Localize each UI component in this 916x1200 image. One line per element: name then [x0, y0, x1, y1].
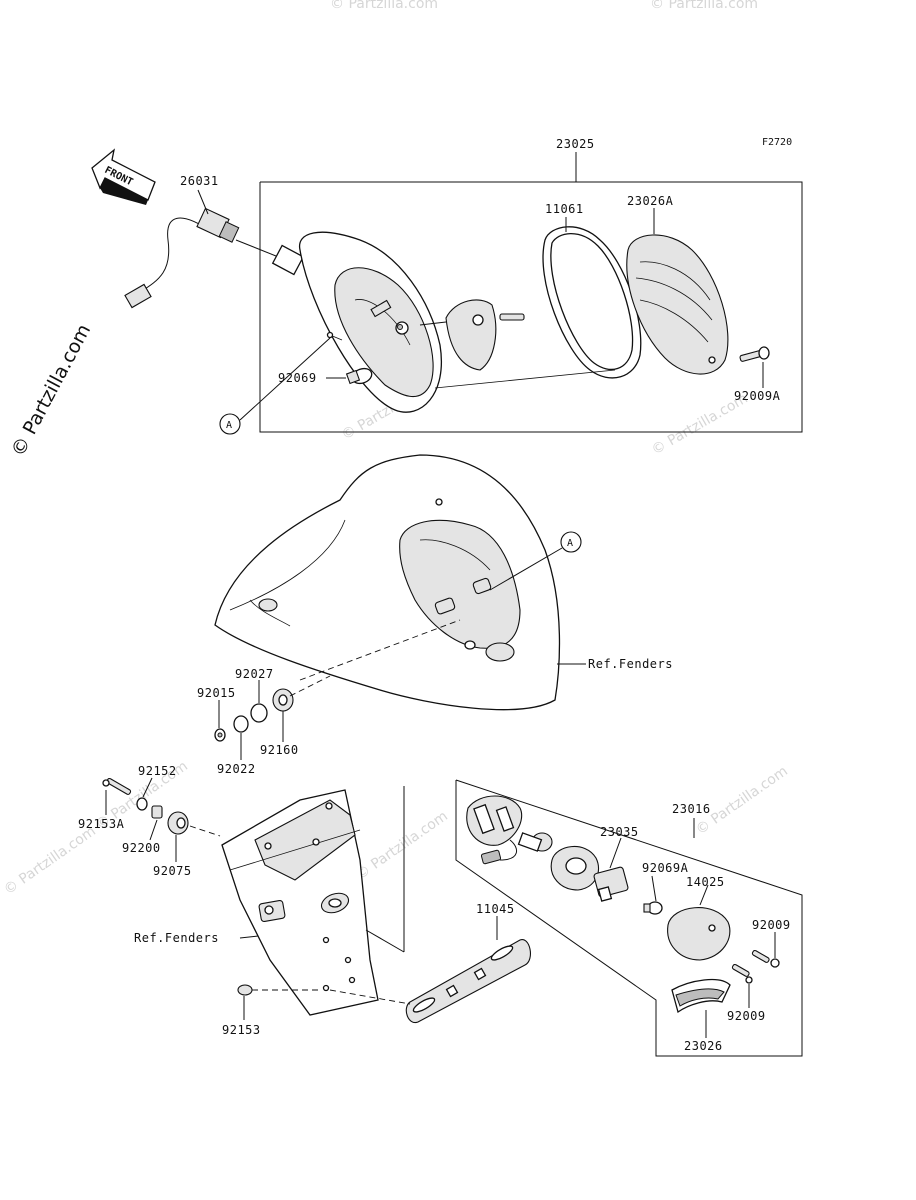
grommet-stack: 92015 92027 92022 92160	[197, 667, 331, 776]
lens-23026A: 23026A	[626, 194, 729, 375]
reflector	[419, 299, 525, 371]
label-23035: 23035	[600, 825, 639, 839]
label-92009-upper: 92009	[752, 918, 791, 932]
license-plate-bracket: Ref.Fenders	[134, 789, 379, 1016]
label-11045: 11045	[476, 902, 515, 916]
label-92160: 92160	[260, 743, 299, 757]
label-23016: 23016	[672, 802, 711, 816]
label-92015: 92015	[197, 686, 236, 700]
label-23025: 23025	[556, 137, 595, 151]
watermark-low-3: © Partzilla.com	[693, 763, 791, 838]
label-92200: 92200	[122, 841, 161, 855]
watermark-low-4: © Partzilla.com	[1, 823, 99, 898]
license-lamp-assembly-group: 23016 23035 92069A 14025 92009	[365, 779, 803, 1057]
plate-bracket-11045: 11045	[329, 902, 531, 1024]
label-92022: 92022	[217, 762, 256, 776]
bracket-fasteners: 92153A 92152 92200 92075 92153	[78, 764, 320, 1037]
label-26031: 26031	[180, 174, 219, 188]
label-ref-fenders-1: Ref.Fenders	[588, 657, 673, 671]
label-92009A: 92009A	[734, 389, 781, 403]
ref-marker-a-top-label: A	[226, 420, 232, 431]
label-ref-fenders-2: Ref.Fenders	[134, 931, 219, 945]
label-92153: 92153	[222, 1023, 261, 1037]
label-92009-lower: 92009	[727, 1009, 766, 1023]
watermark-side: © Partzilla.com	[7, 321, 95, 461]
label-23026A: 23026A	[627, 194, 674, 208]
wiring-harness: 26031	[124, 174, 305, 309]
front-arrow-icon: FRONT	[91, 148, 156, 205]
ref-marker-a-fender-label: A	[567, 538, 573, 549]
watermark-low-2: © Partzilla.com	[353, 808, 451, 883]
bulb-92069: 92069	[278, 367, 373, 385]
ref-marker-a-fender: A	[489, 531, 582, 591]
gasket-11061: 11061	[542, 202, 642, 379]
label-92152: 92152	[138, 764, 177, 778]
label-92153A: 92153A	[78, 817, 125, 831]
rear-fender: Ref.Fenders A	[214, 454, 673, 711]
label-92069A: 92069A	[642, 861, 689, 875]
label-92069: 92069	[278, 371, 317, 385]
label-23026: 23026	[684, 1039, 723, 1053]
label-11061: 11061	[545, 202, 584, 216]
label-14025: 14025	[686, 875, 725, 889]
screw-92009A: 92009A	[734, 346, 781, 403]
ref-marker-a-top: A	[219, 337, 331, 435]
license-lamp-box	[455, 779, 803, 1057]
watermarks: © Partzilla.com © Partzilla.com © Partzi…	[1, 0, 791, 898]
label-92075: 92075	[153, 864, 192, 878]
watermark-top-2: © Partzilla.com	[650, 0, 758, 12]
label-92027: 92027	[235, 667, 274, 681]
taillight-housing	[298, 231, 442, 413]
taillight-assembly-box	[259, 181, 803, 433]
figure-code: F2720	[762, 137, 792, 148]
watermark-top-1: © Partzilla.com	[330, 0, 438, 12]
taillight-assembly-group: 23025 26031	[124, 137, 803, 435]
